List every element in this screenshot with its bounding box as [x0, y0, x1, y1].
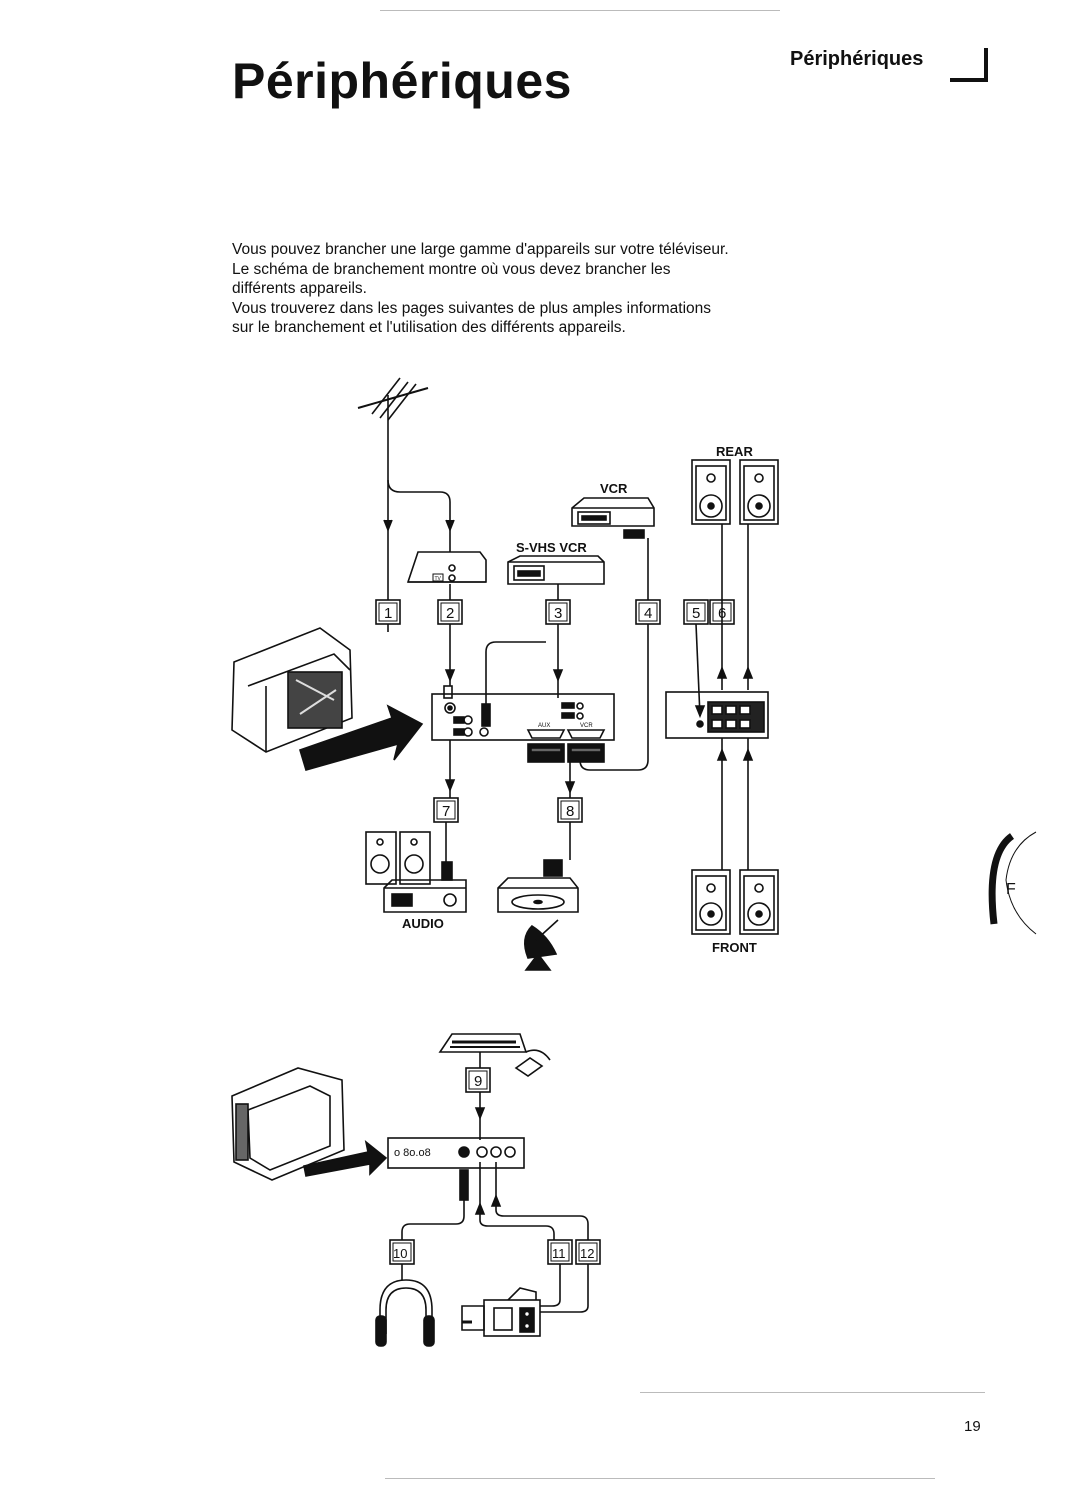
connector-number: 3: [554, 605, 562, 622]
front-label: FRONT: [712, 940, 757, 955]
scan-artifact-top: [380, 10, 780, 11]
connection-diagram-top: TV S-VHS VCR VCR REAR 1: [231, 377, 779, 971]
scan-artifact-bottom: [385, 1478, 935, 1479]
arrow-icon: [299, 704, 424, 771]
language-tab-icon: F: [988, 831, 1037, 935]
connector-number: 5: [692, 605, 700, 622]
intro-line: Vous trouverez dans les pages suivantes …: [232, 299, 712, 317]
connector-number: 6: [718, 605, 726, 622]
antenna-icon: [357, 377, 429, 480]
connector-labels-top: 1 2 3 4 5 6 7 8: [375, 599, 735, 823]
connector-number: 12: [580, 1246, 594, 1261]
running-header-label: Périphériques: [790, 48, 924, 70]
satellite-dish-icon: [524, 919, 559, 971]
headphones-icon: [375, 1279, 435, 1347]
tv-rear-icon: [231, 627, 353, 753]
front-speakers-icon: [691, 869, 779, 935]
speaker-connection-panel: [665, 691, 769, 739]
connection-diagram-bottom: 9 o 8o.o8 10 11 12: [231, 1033, 601, 1347]
tv-connection-panel: AUX VCR: [431, 685, 615, 763]
connector-number: 8: [566, 803, 574, 820]
running-header: Périphériques: [790, 44, 990, 84]
audio-label: AUDIO: [402, 916, 444, 931]
tv-front-icon: [231, 1067, 345, 1181]
intro-line: Vous pouvez brancher une large gamme d'a…: [232, 241, 729, 258]
front-av-panel: o 8o.o8: [387, 1137, 525, 1169]
connector-number: 9: [474, 1073, 482, 1090]
side-tab-letter: F: [1006, 881, 1016, 898]
connector-number: 2: [446, 605, 454, 622]
intro-paragraph: Vous pouvez brancher une large gamme d'a…: [232, 240, 792, 338]
page-title: Périphériques: [232, 53, 572, 109]
connector-number: 7: [442, 803, 450, 820]
decoder-tv-label: TV: [435, 576, 442, 582]
connector-number: 1: [384, 605, 392, 622]
keyboard-icon: [438, 1033, 528, 1053]
intro-line: Le schéma de branchement montre où vous …: [232, 260, 671, 278]
page-number: 19: [964, 1418, 981, 1435]
vcr-scart-label: VCR: [580, 723, 593, 729]
connector-number: 11: [552, 1246, 566, 1261]
mouse-icon: [514, 1049, 551, 1077]
arrow-icon: [303, 1140, 388, 1177]
header-bracket-horizontal: [950, 78, 988, 82]
audio-system-icon: [365, 831, 467, 913]
camcorder-icon: [461, 1287, 541, 1337]
intro-line: sur le branchement et l'utilisation des …: [232, 319, 626, 336]
connector-number: 10: [393, 1246, 407, 1261]
rear-label: REAR: [716, 444, 753, 459]
satellite-receiver-icon: [497, 859, 579, 913]
intro-line: différents appareils.: [232, 280, 367, 297]
vcr-device: [571, 497, 655, 539]
scan-artifact-mid: [640, 1392, 985, 1393]
vcr-label: VCR: [600, 481, 628, 496]
header-bracket-vertical: [984, 48, 988, 82]
svhs-vcr-device: [507, 555, 605, 585]
aux-scart-label: AUX: [538, 723, 550, 729]
svg-text:o 8o.o8: o 8o.o8: [394, 1147, 431, 1159]
rear-speakers-icon: [691, 459, 779, 525]
connector-number: 4: [644, 605, 652, 622]
svhs-vcr-label: S-VHS VCR: [516, 540, 587, 555]
decoder-box: TV: [406, 551, 487, 583]
